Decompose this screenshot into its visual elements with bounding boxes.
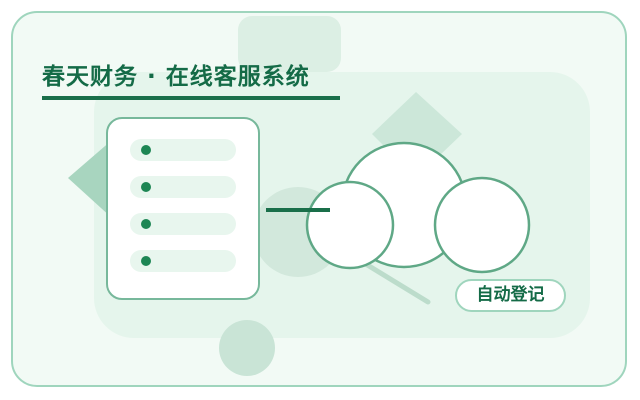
list-item (130, 176, 236, 198)
auto-register-badge: 自动登记 (455, 279, 566, 312)
list-item (130, 213, 236, 235)
bullet-dot-icon (141, 145, 151, 155)
list-icon (106, 117, 260, 300)
bullet-dot-icon (141, 219, 151, 229)
left-diamond-shape (68, 140, 112, 218)
bottom-circle-shape (219, 320, 275, 376)
cloud-icon (266, 141, 531, 274)
title-underline (42, 96, 340, 100)
bullet-dot-icon (141, 256, 151, 266)
bullet-dot-icon (141, 182, 151, 192)
top-tab-shape (238, 16, 341, 72)
cloud-right-circle (433, 176, 531, 274)
list-item (130, 250, 236, 272)
cloud-left-circle (305, 180, 395, 270)
page-title: 春天财务 · 在线客服系统 (42, 64, 310, 90)
list-item (130, 139, 236, 161)
